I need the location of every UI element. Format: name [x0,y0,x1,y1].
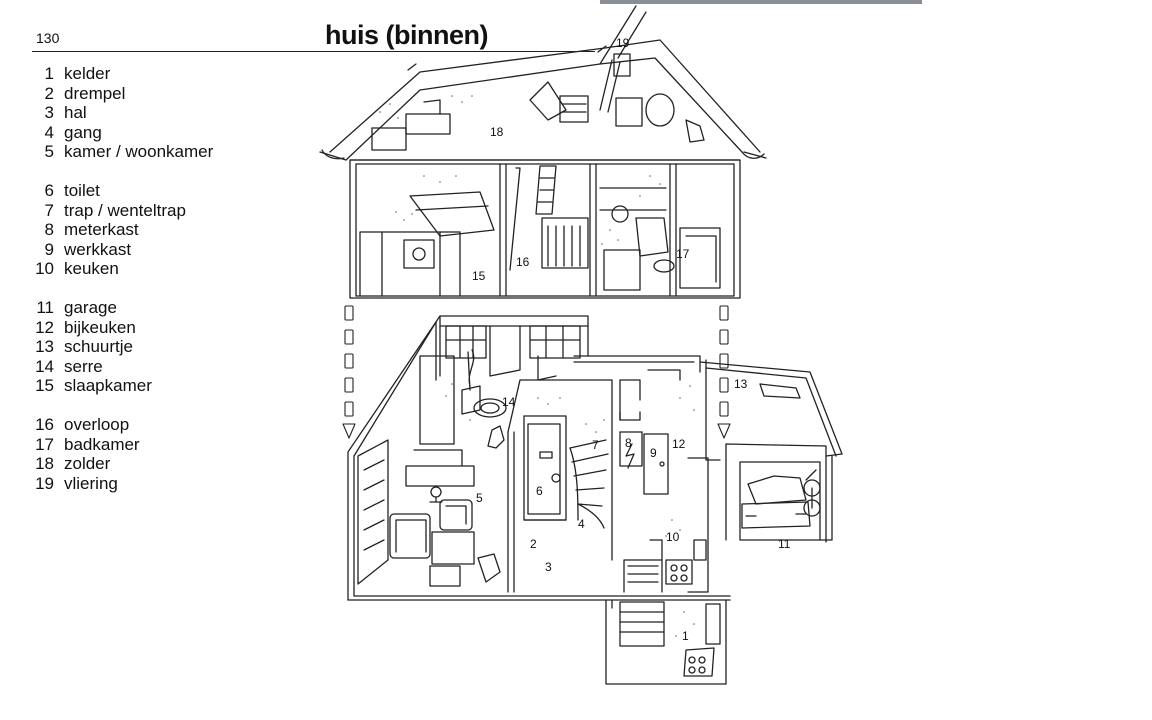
title-rule [32,51,595,52]
legend-number: 4 [44,122,54,142]
legend-number: 2 [44,83,54,103]
legend-item: 16 overloop [32,415,213,435]
legend-number: 11 [36,298,54,317]
legend-label: serre [64,356,103,376]
legend-item: 5 kamer / woonkamer [32,142,214,162]
callout-15: 15 [472,269,486,283]
callout-9: 9 [650,446,657,460]
legend-label: bijkeuken [64,317,136,337]
page-number: 130 [36,30,60,46]
legend-number: 1 [44,64,54,83]
legend-item: 8 meterkast [32,220,213,240]
legend-label: gang [64,122,102,142]
callout-3: 3 [545,560,552,574]
legend-label: hal [64,103,87,122]
callout-7: 7 [592,438,599,452]
section-indicators [342,305,731,439]
legend-label: vliering [64,473,118,493]
top-bar [600,0,922,4]
legend-number: 9 [44,239,54,259]
legend-number: 8 [44,220,54,239]
roof [319,5,767,161]
callout-11: 11 [778,537,791,551]
callout-4: 4 [578,517,585,531]
legend-label: werkkast [64,239,132,259]
legend-label: drempel [64,83,126,103]
legend-label: meterkast [64,220,139,239]
legend-label: zolder [64,454,111,473]
legend-number: 15 [35,376,54,395]
upper-floor [349,159,741,299]
legend-number: 13 [35,337,54,356]
legend-number: 12 [35,317,54,337]
legend-item: 1 kelder [32,64,213,84]
callout-14: 14 [502,395,516,409]
callout-18: 18 [490,125,504,139]
garage [699,361,843,543]
callout-10: 10 [666,530,680,544]
legend-number: 14 [35,356,54,376]
attic-contents [371,53,705,151]
legend-number: 18 [35,454,54,473]
callout-8: 8 [625,436,632,450]
callout-12: 12 [672,437,686,451]
legend-label: garage [64,298,117,317]
legend-item: 9 werkkast [32,240,213,260]
callout-16: 16 [516,255,530,269]
legend-number: 19 [35,473,54,493]
legend-item: 6 toilet [32,181,213,201]
legend-number: 17 [35,434,54,454]
legend-item: 10 keuken [32,259,213,279]
page-title: huis (binnen) [325,20,488,50]
legend-item: 7 trap / wenteltrap [32,201,213,221]
legend-label: toilet [64,181,100,200]
legend-label: trap / wenteltrap [64,200,186,220]
stipple-shading [379,95,695,637]
legend-label: slaapkamer [64,376,152,395]
legend-item: 3 hal [32,103,213,123]
callout-19: 19 [616,36,630,50]
callouts: 1 2 3 4 5 6 7 8 9 10 11 12 13 14 15 16 1… [472,36,791,643]
callout-13: 13 [734,377,748,391]
legend-label: kamer / woonkamer [64,142,214,161]
callout-17: 17 [676,247,690,261]
callout-6: 6 [536,484,543,498]
legend: 1 kelder 2 drempel 3 hal 4 gang 5 kamer / woo… [32,64,213,493]
legend-label: overloop [64,415,130,434]
legend-item: 2 drempel [32,84,213,104]
legend-number: 3 [44,103,54,122]
legend-item: 18 zolder [32,454,213,474]
legend-item: 15 slaapkamer [32,376,213,396]
legend-item: 11 garage [32,298,213,318]
legend-number: 7 [44,200,54,220]
legend-number: 6 [44,181,54,200]
legend-number: 16 [35,415,54,434]
cellar [605,599,727,685]
legend-label: badkamer [64,434,140,454]
legend-item: 13 schuurtje [32,337,213,357]
legend-item: 17 badkamer [32,435,213,455]
legend-label: keuken [64,259,119,278]
legend-label: kelder [64,64,111,83]
legend-item: 12 bijkeuken [32,318,213,338]
legend-item: 19 vliering [32,474,213,494]
callout-5: 5 [476,491,483,505]
legend-item: 4 gang [32,123,213,143]
ground-floor [347,315,731,609]
callout-1: 1 [682,629,689,643]
legend-number: 10 [35,259,54,278]
callout-2: 2 [530,537,537,551]
legend-label: schuurtje [64,337,133,356]
legend-item: 14 serre [32,357,213,377]
legend-number: 5 [44,142,54,161]
